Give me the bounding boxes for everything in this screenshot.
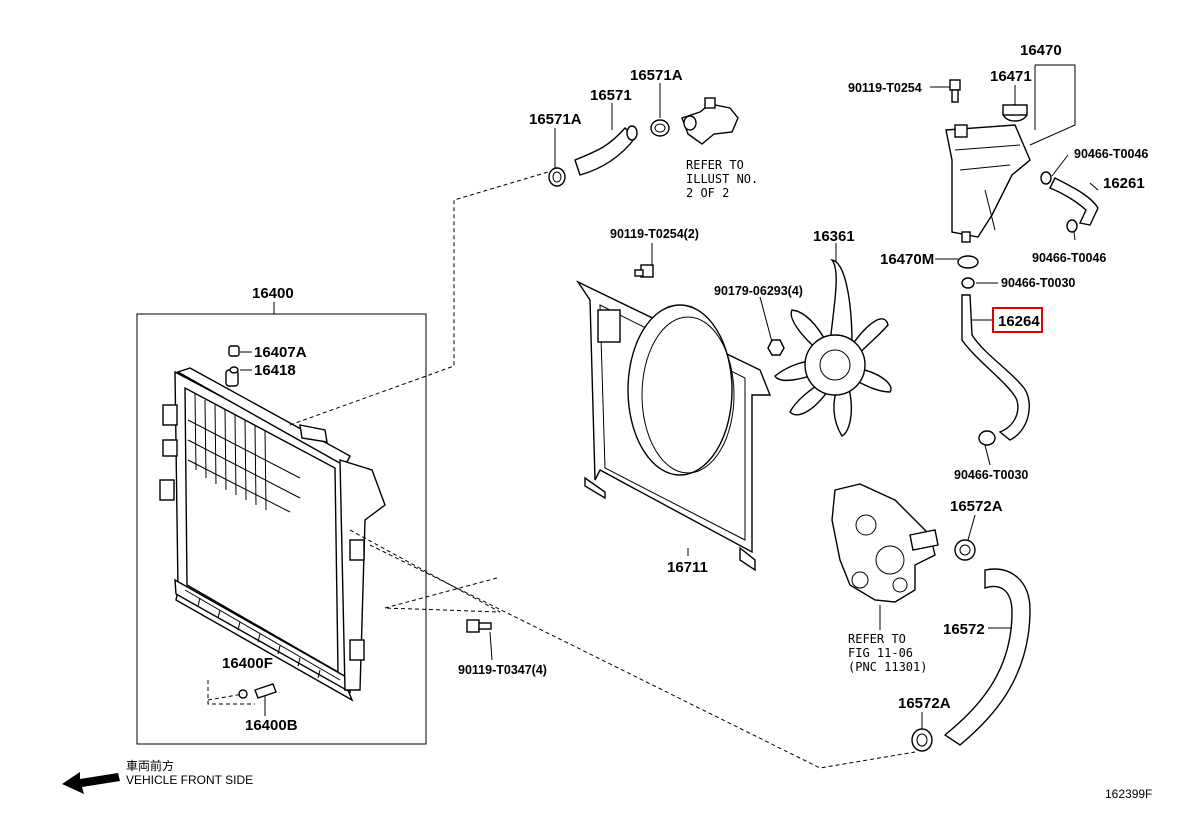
clip-t0030-bottom[interactable] — [978, 430, 996, 446]
drain-cock[interactable] — [207, 680, 277, 716]
water-outlet[interactable] — [681, 97, 739, 145]
clip-t0046-b[interactable] — [1066, 219, 1078, 233]
note-refer-fig-2: FIG 11-06 — [848, 646, 913, 660]
reservoir-tank[interactable] — [945, 124, 1031, 243]
shroud-bolt[interactable] — [634, 264, 654, 278]
label-16400F[interactable]: 16400F — [222, 655, 273, 672]
radiator-group-box — [136, 313, 427, 745]
reservoir-bolt[interactable] — [949, 79, 961, 103]
radiator-cap[interactable] — [228, 345, 252, 374]
clip-t0030-top[interactable] — [961, 277, 975, 289]
label-16361[interactable]: 16361 — [813, 228, 855, 245]
label-16571A-left[interactable]: 16571A — [529, 111, 582, 128]
label-16471[interactable]: 16471 — [990, 68, 1032, 85]
hose-16264[interactable] — [961, 294, 1030, 441]
water-pump[interactable] — [831, 483, 939, 603]
label-90466-T0030-b[interactable]: 90466-T0030 — [954, 468, 1028, 482]
vehicle-front-arrow-icon — [62, 772, 120, 794]
note-refer-fig-1: REFER TO — [848, 632, 906, 646]
label-16407A[interactable]: 16407A — [254, 344, 307, 361]
radiator-illustration[interactable] — [159, 367, 386, 702]
label-90119-T0347-4[interactable]: 90119-T0347(4) — [458, 663, 547, 677]
label-16400B[interactable]: 16400B — [245, 717, 298, 734]
label-16261[interactable]: 16261 — [1103, 175, 1145, 192]
note-refer-illust-1: REFER TO — [686, 158, 744, 172]
hose-clamp-upper-16572a[interactable] — [954, 539, 976, 561]
label-16571[interactable]: 16571 — [590, 87, 632, 104]
hose-clamp-top[interactable] — [650, 119, 670, 137]
label-90119-T0254[interactable]: 90119-T0254 — [848, 81, 922, 95]
upper-hose[interactable] — [574, 125, 638, 176]
highlight-box-16264 — [992, 307, 1043, 333]
label-16418[interactable]: 16418 — [254, 362, 296, 379]
note-refer-fig-3: (PNC 11301) — [848, 660, 927, 674]
radiator-mount-bolt[interactable] — [466, 619, 492, 633]
lower-hose[interactable] — [943, 568, 1031, 746]
label-16572A-bottom[interactable]: 16572A — [898, 695, 951, 712]
direction-label-jp: 車両前方 — [126, 758, 174, 773]
label-16470[interactable]: 16470 — [1020, 42, 1062, 59]
cooling-fan[interactable] — [774, 259, 892, 437]
overflow-hose-16261[interactable] — [1049, 177, 1099, 226]
label-16400[interactable]: 16400 — [252, 285, 294, 302]
clip-t0046-a[interactable] — [1040, 171, 1052, 185]
label-16572A-top[interactable]: 16572A — [950, 498, 1003, 515]
label-90466-T0046-b[interactable]: 90466-T0046 — [1032, 251, 1106, 265]
label-16572[interactable]: 16572 — [943, 621, 985, 638]
hose-clamp-left[interactable] — [548, 167, 566, 187]
label-16264[interactable]: 16264 — [998, 313, 1040, 330]
reservoir-cap[interactable] — [1002, 104, 1028, 122]
label-90466-T0046-a[interactable]: 90466-T0046 — [1074, 147, 1148, 161]
direction-label-en: VEHICLE FRONT SIDE — [126, 773, 253, 787]
diagram-id: 162399F — [1105, 787, 1152, 801]
label-90119-T0254-2[interactable]: 90119-T0254(2) — [610, 227, 699, 241]
note-refer-illust-3: 2 OF 2 — [686, 186, 729, 200]
note-refer-illust-2: ILLUST NO. — [686, 172, 758, 186]
label-16571A-top[interactable]: 16571A — [630, 67, 683, 84]
label-90466-T0030-a[interactable]: 90466-T0030 — [1001, 276, 1075, 290]
fan-shroud[interactable] — [575, 280, 772, 572]
hose-clamp-lower-16572a[interactable] — [911, 728, 933, 752]
reservoir-grommet[interactable] — [957, 255, 979, 269]
label-90179-06293-4[interactable]: 90179-06293(4) — [714, 284, 803, 298]
fan-nut[interactable] — [767, 339, 785, 356]
label-16711[interactable]: 16711 — [667, 559, 708, 576]
label-16470M[interactable]: 16470M — [880, 251, 934, 268]
